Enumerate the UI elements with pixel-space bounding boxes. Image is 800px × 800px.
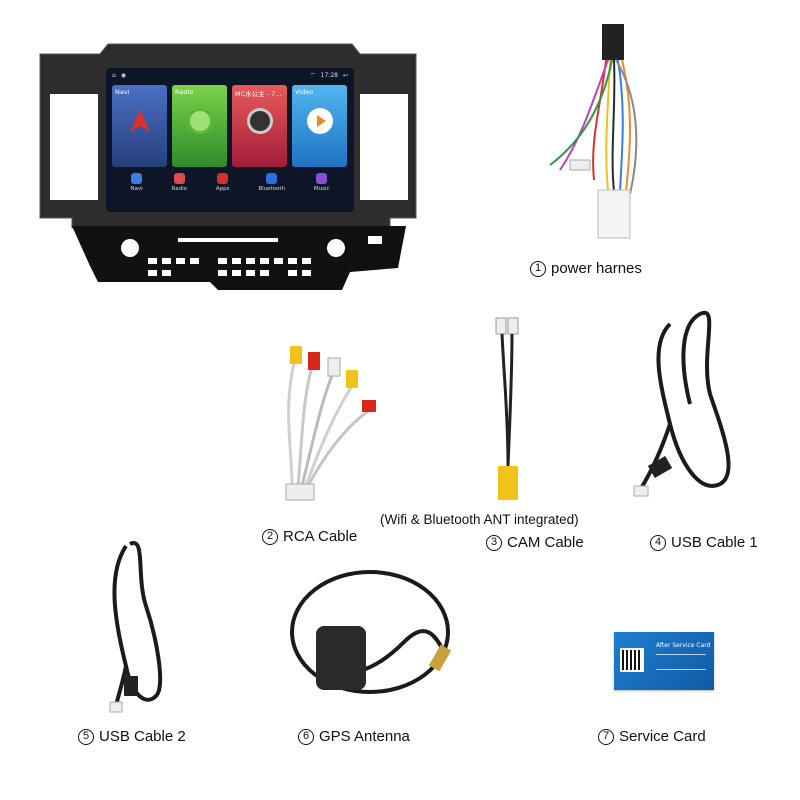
navigation-arrow-icon xyxy=(127,108,153,134)
antenna-note: (Wifi & Bluetooth ANT integrated) xyxy=(380,512,579,527)
caption-power-harness: 1 power harnes xyxy=(530,260,642,277)
play-icon xyxy=(306,108,333,135)
dock-label: Bluetooth xyxy=(258,186,286,192)
dock-label: Apps xyxy=(215,186,230,192)
item-label: power harnes xyxy=(551,260,642,277)
gps-antenna-image xyxy=(290,570,452,694)
dock-label: Navi xyxy=(130,186,143,192)
rca-plug-red xyxy=(362,400,376,412)
head-unit-product: ⌂ ◉ ⌔ 17:28 ↩ Navi Radio MC水公主 - 7... xyxy=(38,40,418,302)
harness-connector-bottom xyxy=(597,189,631,239)
card-text-lines xyxy=(656,654,706,670)
rca-plug-red xyxy=(308,352,320,370)
item-number: 2 xyxy=(262,528,278,545)
tile-radio[interactable]: Radio xyxy=(172,85,227,167)
qr-code xyxy=(620,648,644,672)
caption-service-card: 7 Service Card xyxy=(598,728,706,745)
item-number: 1 xyxy=(530,260,546,277)
item-label: USB Cable 2 xyxy=(99,728,186,745)
usb-cable-1-image xyxy=(633,310,731,497)
android-icon: ◉ xyxy=(120,71,127,79)
tile-label: Radio xyxy=(175,88,194,96)
dock-apps[interactable]: Apps xyxy=(215,173,230,192)
item-label: Service Card xyxy=(619,728,706,745)
phone-icon xyxy=(266,173,278,184)
status-bar: ⌂ ◉ ⌔ 17:28 ↩ xyxy=(106,68,354,82)
item-number: 6 xyxy=(298,728,314,745)
navi-icon xyxy=(131,173,143,184)
dock-music[interactable]: Music xyxy=(314,173,330,192)
music-icon xyxy=(316,173,328,184)
gps-connector xyxy=(428,644,452,672)
rca-plug-yellow xyxy=(346,370,358,388)
head-unit-screen: ⌂ ◉ ⌔ 17:28 ↩ Navi Radio MC水公主 - 7... xyxy=(106,68,354,212)
caption-usb-cable-2: 5 USB Cable 2 xyxy=(78,728,186,745)
rca-connector xyxy=(285,483,315,501)
dock-radio[interactable]: Radio xyxy=(172,173,187,192)
dock-label: Radio xyxy=(171,186,188,192)
dock-bluetooth[interactable]: Bluetooth xyxy=(258,173,285,192)
wifi-icon: ⌔ xyxy=(310,72,316,79)
rca-plug-yellow xyxy=(290,346,302,364)
tile-label: Video xyxy=(295,88,314,96)
cam-yellow-plug xyxy=(498,466,518,500)
usb-cable-2-image xyxy=(109,540,163,713)
item-number: 4 xyxy=(650,534,666,551)
back-icon: ↩ xyxy=(342,71,348,79)
tile-label: MC水公主 - 7... xyxy=(235,90,282,98)
dock-navi[interactable]: Navi xyxy=(130,173,143,192)
tile-navi[interactable]: Navi xyxy=(112,85,167,167)
dock-label: Music xyxy=(313,186,330,192)
music-disc-icon xyxy=(246,108,273,135)
item-number: 7 xyxy=(598,728,614,745)
item-number: 3 xyxy=(486,534,502,551)
apps-icon xyxy=(217,173,229,184)
radio-icon xyxy=(173,173,185,184)
service-card-title: After Service Card xyxy=(656,642,711,649)
caption-cam-cable: 3 CAM Cable xyxy=(486,534,584,551)
caption-gps-antenna: 6 GPS Antenna xyxy=(298,728,410,745)
tile-label: Navi xyxy=(115,88,130,96)
rca-cable-image xyxy=(285,346,376,501)
harness-connector-top xyxy=(602,24,624,60)
rca-plug-white xyxy=(327,357,341,377)
service-card-image: After Service Card xyxy=(614,632,714,690)
item-label: CAM Cable xyxy=(507,534,584,551)
caption-rca-cable: 2 RCA Cable xyxy=(262,528,357,545)
item-label: USB Cable 1 xyxy=(671,534,758,551)
tile-music[interactable]: MC水公主 - 7... xyxy=(232,85,287,167)
home-icon: ⌂ xyxy=(112,71,116,79)
caption-usb-cable-1: 4 USB Cable 1 xyxy=(650,534,758,551)
app-dock: Navi Radio Apps Bluetooth Music xyxy=(106,167,354,192)
item-number: 5 xyxy=(78,728,94,745)
cam-cable-image xyxy=(495,317,519,500)
status-time: 17:28 xyxy=(320,71,338,79)
radio-dial-icon xyxy=(186,108,213,135)
item-label: RCA Cable xyxy=(283,528,358,545)
tile-video[interactable]: Video xyxy=(292,85,347,167)
item-label: GPS Antenna xyxy=(319,728,410,745)
power-harness-image xyxy=(549,24,638,239)
gps-puck xyxy=(316,626,366,690)
